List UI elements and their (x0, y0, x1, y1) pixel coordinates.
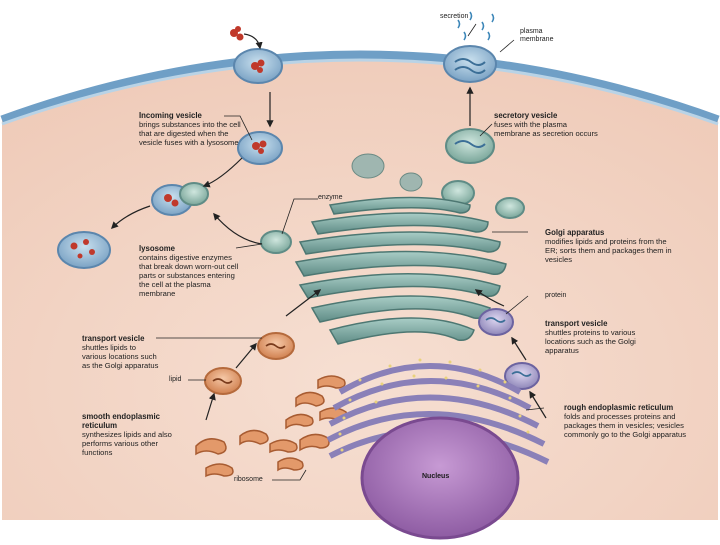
callout-transport-vesicle-proteins: transport vesicle shuttles proteins to v… (545, 319, 665, 355)
callout-body: fuses with the plasma membrane as secret… (494, 120, 598, 138)
callout-title: Golgi apparatus (545, 228, 605, 237)
label-plasma-membrane: plasma membrane (520, 28, 554, 43)
callout-body: shuttles lipids to various locations suc… (82, 343, 159, 370)
callout-title: lysosome (139, 244, 175, 253)
secretory-vesicle (445, 128, 495, 164)
callout-transport-vesicle-lipids: transport vesicle shuttles lipids to var… (82, 334, 162, 370)
label-secretion: secretion (440, 13, 469, 20)
secretory-vesicle-fusing (443, 45, 497, 83)
callout-title: transport vesicle (82, 334, 145, 343)
incoming-particle (230, 26, 244, 41)
lipid-transport-vesicle (257, 332, 295, 360)
golgi-apparatus (294, 196, 507, 345)
label-nucleus: Nucleus (422, 473, 450, 480)
ribosomes (338, 358, 530, 452)
protein-transport-vesicle (478, 308, 514, 336)
callout-body: shuttles proteins to various locations s… (545, 328, 636, 355)
callout-rough-er: rough endoplasmic reticulum folds and pr… (564, 403, 694, 439)
label-protein: protein (545, 292, 567, 299)
lysosome-digesting (57, 231, 111, 269)
incoming-vesicle-fusing (233, 48, 283, 84)
callout-body: synthesizes lipids and also performs var… (82, 430, 172, 457)
label-ribosome: ribosome (234, 476, 263, 483)
callout-body: folds and processes proteins and package… (564, 412, 686, 439)
callout-incoming-vesicle: Incoming vesicle brings substances into … (139, 111, 249, 147)
nucleus (360, 416, 520, 540)
protein-transport-vesicle (504, 362, 540, 390)
callout-title: secretory vesicle (494, 111, 558, 120)
vesicle-sphere (351, 153, 385, 179)
callout-body: brings substances into the cell that are… (139, 120, 241, 147)
vesicle-sphere (399, 172, 423, 192)
callout-title: smooth endoplasmic reticulum (82, 412, 160, 430)
callout-title: Incoming vesicle (139, 111, 202, 120)
callout-title: rough endoplasmic reticulum (564, 403, 674, 412)
callout-body: contains digestive enzymes that break do… (139, 253, 239, 298)
smooth-er (195, 375, 348, 478)
golgi-bud (495, 197, 525, 219)
callout-secretory-vesicle: secretory vesicle fuses with the plasma … (494, 111, 598, 138)
pathway-arrows (110, 33, 547, 421)
secretion-particles (457, 11, 495, 41)
callout-golgi: Golgi apparatus modifies lipids and prot… (545, 228, 681, 264)
label-lipid: lipid (169, 376, 182, 383)
leader-lines (156, 23, 545, 481)
callout-body: modifies lipids and proteins from the ER… (545, 237, 672, 264)
label-enzyme: enzyme (318, 194, 343, 201)
plasma-membrane (0, 50, 720, 125)
callout-smooth-er: smooth endoplasmic reticulum synthesizes… (82, 412, 172, 457)
lysosome (260, 230, 292, 254)
incoming-vesicle (237, 131, 283, 165)
callout-title: transport vesicle (545, 319, 608, 328)
callout-lysosome: lysosome contains digestive enzymes that… (139, 244, 239, 298)
lipid-transport-vesicle (204, 367, 242, 395)
vesicle-lysosome-fusion (151, 182, 209, 216)
